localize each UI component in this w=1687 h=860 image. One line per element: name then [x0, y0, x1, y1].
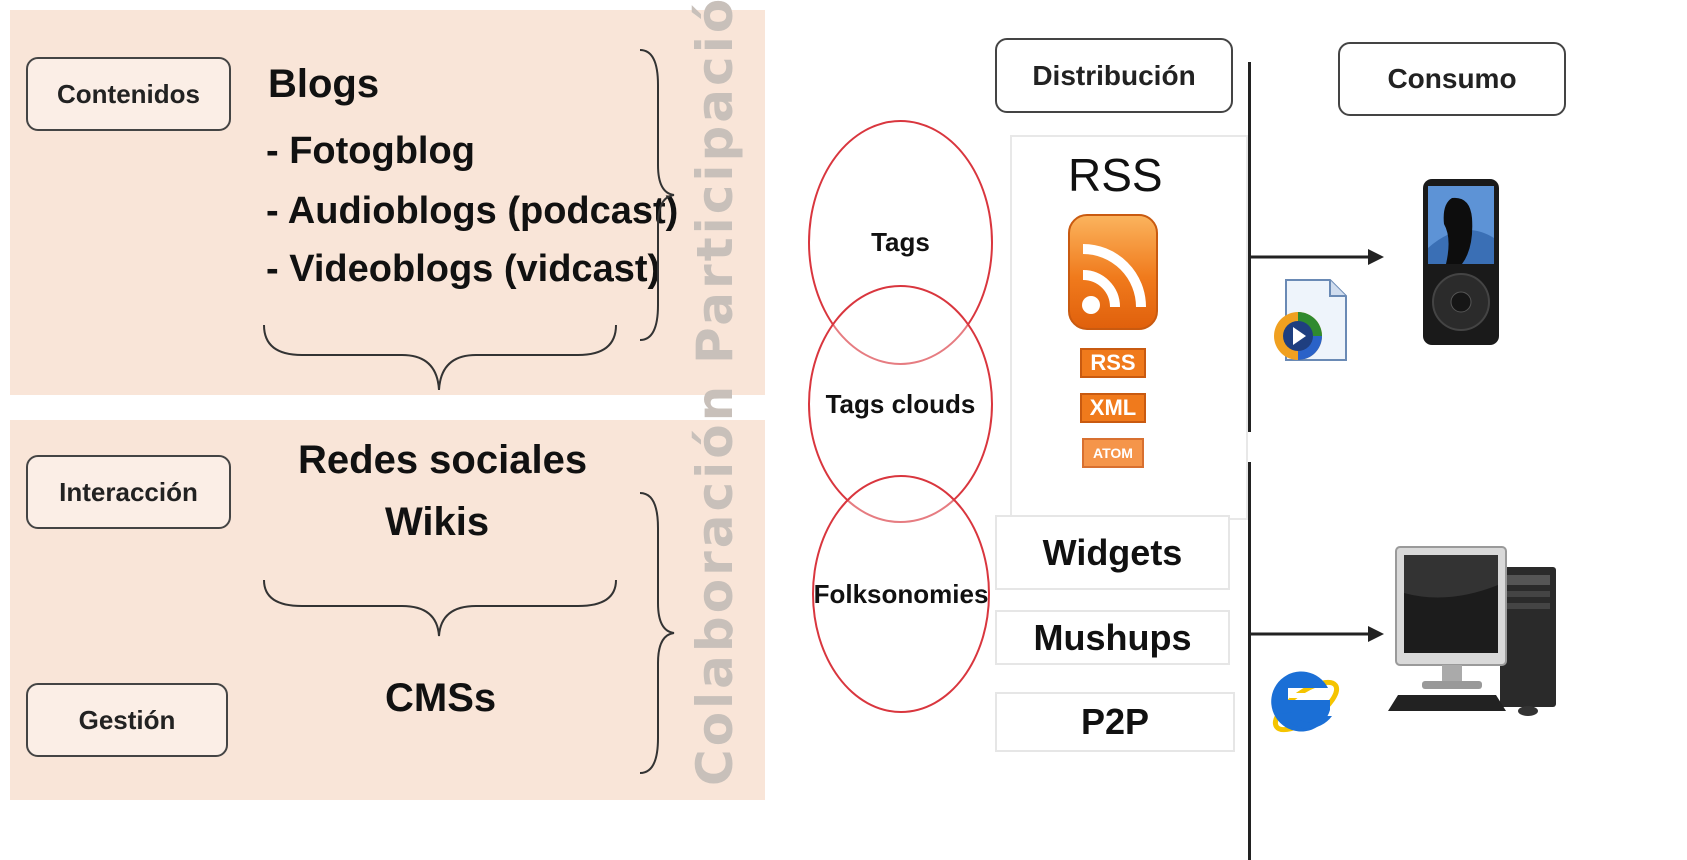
mushups-box: Mushups — [995, 610, 1230, 665]
blog-item-videoblogs: - Videoblogs (vidcast) — [266, 248, 661, 290]
rss-badge: RSS — [1080, 348, 1146, 378]
colaboracion-label: Colaboración — [686, 382, 744, 786]
blog-item-fotogblog: - Fotogblog — [266, 130, 475, 172]
rss-feed-icon — [1068, 214, 1158, 330]
vertical-divider — [1248, 62, 1251, 432]
right-brace-bottom — [639, 492, 675, 774]
redes-sociales: Redes sociales — [298, 438, 588, 482]
participacion-label: Participación — [686, 0, 744, 364]
distribucion-header: Distribución — [995, 38, 1233, 113]
xml-badge: XML — [1080, 393, 1146, 423]
internet-explorer-icon — [1271, 671, 1340, 733]
bottom-brace-blogs — [263, 324, 617, 391]
interaccion-box: Interacción — [26, 455, 231, 529]
tags-label: Tags — [871, 227, 930, 257]
desktop-computer-icon — [1388, 546, 1556, 716]
vertical-divider-lower — [1248, 462, 1251, 860]
folksonomies-label: Folksonomies — [813, 578, 989, 609]
cmss: CMSs — [385, 676, 497, 720]
wikis: Wikis — [385, 500, 490, 544]
ipod-icon — [1423, 179, 1499, 345]
right-brace-top — [639, 49, 675, 341]
media-player-icon — [1274, 279, 1347, 361]
consumo-header: Consumo — [1338, 42, 1566, 116]
p2p-box: P2P — [995, 692, 1235, 752]
arrow-bottom — [1250, 626, 1384, 642]
blogs-title: Blogs — [268, 62, 380, 106]
contenidos-box: Contenidos — [26, 57, 231, 131]
blog-item-audioblogs: - Audioblogs (podcast) — [266, 190, 679, 232]
middle-brace-redes — [263, 579, 617, 637]
gestion-box: Gestión — [26, 683, 228, 757]
folksonomies-circle: Folksonomies — [812, 475, 990, 713]
arrow-top — [1250, 249, 1384, 265]
tags-clouds-label: Tags clouds — [825, 388, 976, 419]
atom-badge: ATOM — [1082, 438, 1144, 468]
rss-title: RSS — [1068, 149, 1163, 201]
widgets-box: Widgets — [995, 515, 1230, 590]
